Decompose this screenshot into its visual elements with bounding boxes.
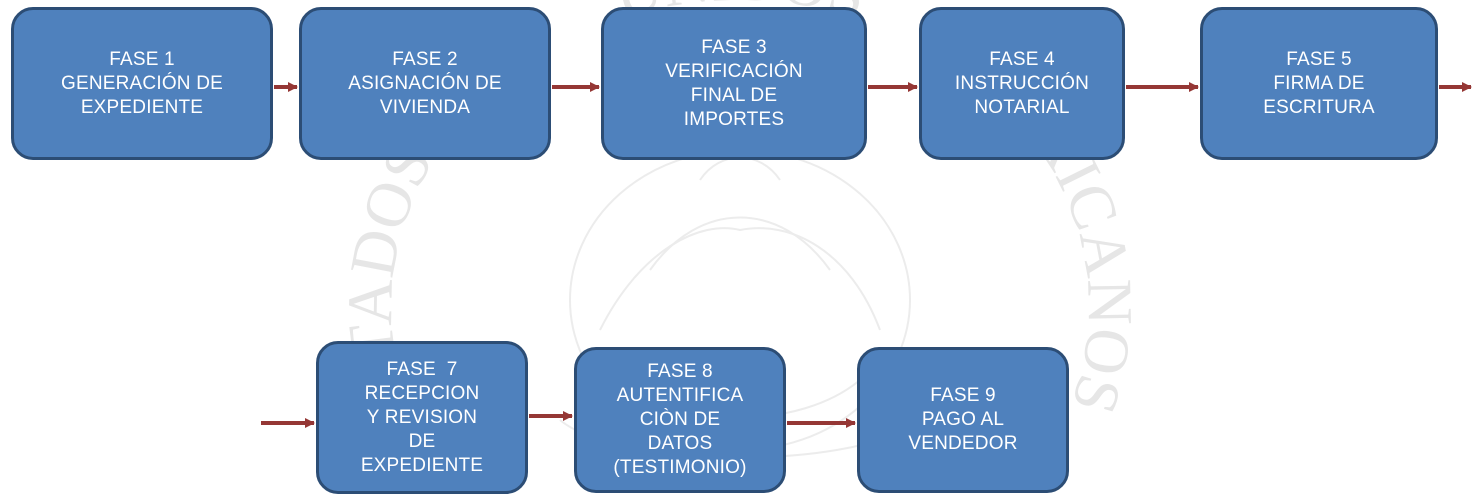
- phase-2-box: FASE 2 ASIGNACIÓN DE VIVIENDA: [299, 7, 551, 160]
- phase-4-number: FASE 4: [989, 48, 1055, 70]
- phase-2-title-line1: ASIGNACIÓN DE: [348, 72, 502, 94]
- phase-7-title-line2: Y REVISION: [366, 406, 478, 428]
- phase-3-number: FASE 3: [701, 36, 767, 58]
- phase-4-title-line1: INSTRUCCIÓN: [954, 72, 1090, 94]
- phase-8-title-line3: DATOS: [647, 433, 713, 454]
- phase-7-box: FASE 7 RECEPCION Y REVISION DE EXPEDIENT…: [316, 341, 528, 494]
- phase-7-title-line3: DE: [408, 430, 436, 452]
- phase-8-number: FASE 8: [647, 361, 713, 382]
- phase-9-box: FASE 9 PAGO AL VENDEDOR: [857, 347, 1069, 493]
- phase-9-title-line1: PAGO AL: [921, 409, 1005, 430]
- phase-5-number: FASE 5: [1286, 48, 1352, 70]
- phase-1-title-line1: GENERACIÓN DE: [60, 72, 223, 94]
- phase-5-title-line2: ESCRITURA: [1263, 96, 1375, 118]
- phase-4-box: FASE 4 INSTRUCCIÓN NOTARIAL: [919, 7, 1125, 160]
- phase-8-box: FASE 8 AUTENTIFICA CIÒN DE DATOS (TESTIM…: [574, 347, 786, 493]
- phase-3-title-line2: FINAL DE: [690, 84, 778, 106]
- phase-8-title-line2: CIÒN DE: [639, 409, 721, 430]
- phase-7-title-line4: EXPEDIENTE: [360, 454, 484, 476]
- phase-2-title-line2: VIVIENDA: [379, 96, 471, 118]
- phase-3-title-line3: IMPORTES: [683, 108, 785, 130]
- phase-7-title-line1: RECEPCION: [364, 382, 480, 404]
- phase-3-box: FASE 3 VERIFICACIÓN FINAL DE IMPORTES: [601, 7, 867, 160]
- phase-8-title-line1: AUTENTIFICA: [616, 385, 744, 406]
- phase-5-title-line1: FIRMA DE: [1273, 72, 1365, 94]
- phase-1-number: FASE 1: [109, 48, 175, 70]
- phase-8-title-line4: (TESTIMONIO): [613, 457, 747, 478]
- phase-2-number: FASE 2: [392, 48, 458, 70]
- phase-9-number: FASE 9: [930, 385, 996, 406]
- phase-5-box: FASE 5 FIRMA DE ESCRITURA: [1200, 7, 1438, 160]
- phase-7-number: FASE 7: [386, 358, 458, 380]
- phase-9-title-line2: VENDEDOR: [908, 433, 1018, 454]
- phase-1-title-line2: EXPEDIENTE: [80, 96, 204, 118]
- phase-1-box: FASE 1 GENERACIÓN DE EXPEDIENTE: [11, 7, 273, 160]
- phase-3-title-line1: VERIFICACIÓN: [665, 60, 803, 82]
- phase-4-title-line2: NOTARIAL: [974, 96, 1070, 118]
